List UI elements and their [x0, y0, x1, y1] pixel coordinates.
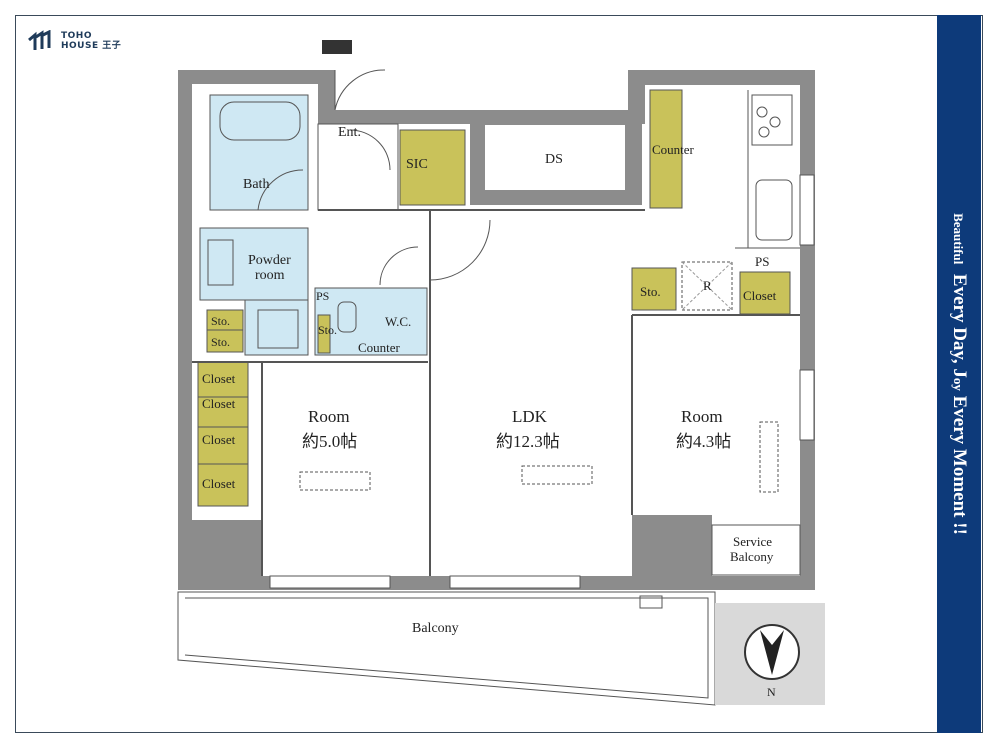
wc — [314, 287, 428, 356]
label-r: R — [703, 278, 712, 293]
bath — [209, 94, 309, 211]
inner-door-arc — [349, 129, 391, 171]
interior-walls — [192, 209, 800, 576]
slogan-banner: Beautiful Every Day, Joy Every Moment !! — [937, 15, 981, 733]
entrance-mark — [322, 40, 352, 54]
label-closet-1: Closet — [202, 371, 236, 386]
wall-block-bl — [192, 520, 262, 576]
wall-block-br — [632, 515, 712, 576]
washbasin — [207, 239, 234, 286]
label-sto-ldk: Sto. — [640, 284, 661, 299]
window — [449, 575, 581, 589]
service-balcony — [711, 524, 801, 576]
sink — [755, 179, 793, 241]
label-sic: SIC — [406, 157, 428, 172]
label-ldk-size: 約12.3帖 — [496, 432, 560, 451]
label-service: Service — [733, 534, 772, 549]
label-balcony: Balcony — [412, 621, 459, 636]
label-closet-right: Closet — [743, 288, 777, 303]
burner-icon — [756, 106, 768, 118]
closet-2 — [197, 396, 249, 428]
closet-1 — [197, 361, 249, 398]
label-room1-size: 約5.0帖 — [302, 432, 357, 451]
furniture-outline — [759, 421, 779, 493]
counter-kitchen — [649, 89, 683, 209]
label-sto-1: Sto. — [211, 314, 230, 328]
label-powder: Powder — [248, 253, 291, 268]
closet-3 — [197, 426, 249, 465]
sic — [399, 129, 466, 206]
north-compass-icon — [744, 624, 800, 680]
laundry-area — [244, 299, 309, 356]
label-counter-kitchen: Counter — [652, 142, 695, 157]
sto-2 — [206, 329, 244, 353]
closet-4 — [197, 463, 249, 507]
r-box-cross — [681, 261, 733, 311]
ldk-door-arc — [429, 219, 491, 281]
entrance-door-arc — [334, 69, 386, 111]
closet-right — [739, 271, 791, 315]
label-bath: Bath — [243, 177, 269, 192]
window — [799, 174, 815, 246]
bath-door-arc — [257, 169, 304, 211]
label-room: room — [255, 268, 285, 283]
bathtub — [219, 101, 301, 141]
entrance — [317, 123, 399, 211]
label-room1-name: Room — [308, 407, 350, 426]
logo-line2: HOUSE 王子 — [61, 41, 122, 51]
label-ds: DS — [545, 152, 563, 167]
label-closet-3: Closet — [202, 432, 236, 447]
label-sto-wc: Sto. — [318, 323, 337, 337]
furniture-outline — [299, 471, 371, 491]
balcony-railing — [184, 597, 709, 699]
furniture-outline — [521, 465, 593, 485]
label-ps-1: PS — [316, 289, 329, 303]
label-north: N — [767, 685, 776, 699]
balcony — [177, 591, 716, 706]
label-ldk-name: LDK — [512, 407, 548, 426]
label-closet-4: Closet — [202, 476, 236, 491]
washing-machine — [257, 309, 299, 349]
label-counter-wc: Counter — [358, 340, 401, 355]
label-room2-size: 約4.3帖 — [676, 432, 731, 451]
page-frame — [15, 15, 983, 733]
sto-ldk — [631, 267, 677, 311]
sto-wc — [317, 314, 331, 354]
window — [269, 575, 391, 589]
window — [799, 369, 815, 441]
label-closet-2: Closet — [202, 396, 236, 411]
label-room2-name: Room — [681, 407, 723, 426]
label-sto-2: Sto. — [211, 335, 230, 349]
label-ent: Ent. — [338, 125, 361, 140]
logo-line1: TOHO — [61, 31, 92, 41]
logo-mark-icon — [28, 30, 51, 50]
label-service-balcony: Balcony — [730, 549, 774, 564]
closets-left — [197, 361, 249, 507]
ds-inner — [485, 125, 625, 190]
outdoor-unit — [639, 595, 663, 609]
burner-icon — [758, 126, 770, 138]
toilet — [337, 301, 357, 333]
label-wc: W.C. — [385, 314, 411, 329]
label-ps-2: PS — [755, 254, 769, 269]
stove — [751, 94, 793, 146]
burner-icon — [769, 116, 781, 128]
hall-door-arc — [379, 246, 419, 286]
